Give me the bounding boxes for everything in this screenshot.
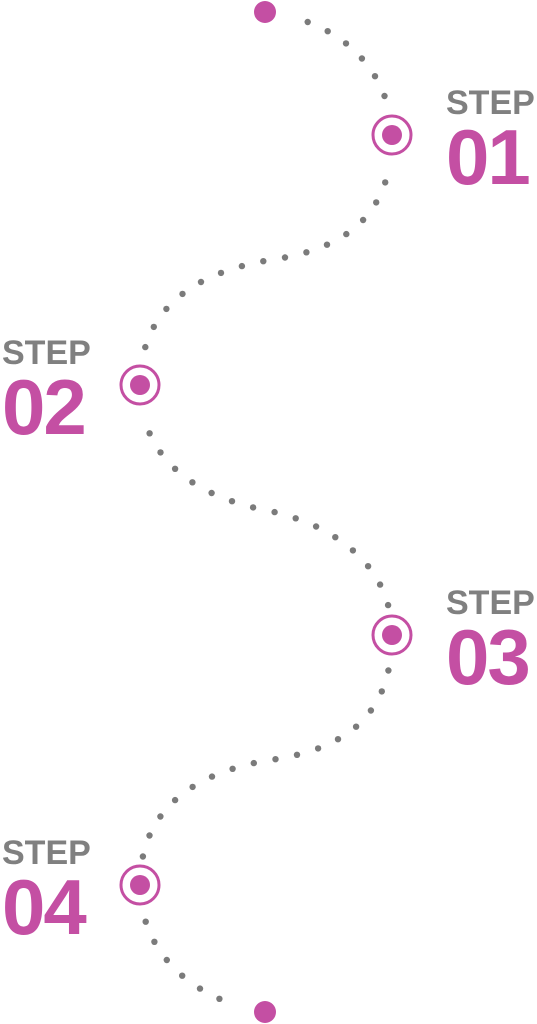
target-core-icon — [130, 375, 150, 395]
path-dots — [139, 18, 392, 1002]
step-1-label: STEP 01 — [446, 86, 535, 196]
path-dot — [171, 796, 179, 804]
step-3-label: STEP 03 — [446, 586, 535, 696]
path-dot — [358, 55, 366, 62]
path-dot — [139, 853, 147, 860]
step-word: STEP — [446, 84, 535, 122]
step-number: 01 — [446, 113, 531, 201]
path-dot — [238, 262, 246, 270]
path-dot — [332, 534, 339, 541]
path-dot — [334, 736, 342, 743]
path-dot — [352, 723, 360, 730]
path-dot — [293, 751, 301, 758]
path-dot — [384, 601, 392, 609]
path-dot — [323, 241, 331, 248]
path-dot — [208, 773, 216, 780]
path-dot — [359, 216, 367, 224]
target-core-icon — [382, 625, 402, 645]
start-dot-icon — [254, 1, 276, 23]
path-dot — [364, 563, 372, 570]
path-dot — [189, 783, 196, 791]
path-dot — [281, 254, 289, 261]
step-number: 04 — [2, 863, 87, 951]
path-dot — [217, 269, 225, 277]
path-dot — [260, 258, 267, 265]
step-word: STEP — [2, 334, 91, 372]
step-number: 03 — [446, 613, 531, 701]
path-dot — [146, 832, 153, 839]
path-dot — [373, 199, 380, 206]
step-word: STEP — [2, 834, 91, 872]
step-2-label: STEP 02 — [2, 336, 91, 446]
path-dot — [228, 498, 236, 505]
step-4-label: STEP 04 — [2, 836, 91, 946]
path-dot — [189, 479, 196, 486]
path-dot — [376, 581, 384, 588]
end-dot-icon — [254, 1001, 276, 1023]
path-dot — [342, 40, 350, 47]
path-dot — [146, 430, 153, 437]
step-3-marker — [371, 614, 413, 656]
dotted-connector-path — [140, 12, 392, 1012]
path-dot — [312, 523, 320, 530]
path-dot — [163, 305, 170, 313]
path-dot — [179, 290, 186, 298]
path-dot — [208, 489, 215, 497]
path-dot — [157, 813, 164, 820]
path-dot — [385, 667, 392, 674]
step-1-marker — [371, 114, 413, 156]
path-dot — [349, 547, 357, 554]
path-dot — [292, 515, 299, 522]
path-dot — [304, 18, 311, 26]
path-dot — [157, 449, 164, 456]
path-dot — [150, 323, 157, 331]
path-dot — [249, 504, 257, 511]
path-dot — [324, 28, 331, 35]
target-core-icon — [382, 125, 402, 145]
step-number: 02 — [2, 363, 87, 451]
path-dot — [371, 73, 379, 80]
path-dot — [378, 688, 385, 695]
path-dot — [151, 938, 158, 945]
path-dot — [179, 972, 186, 979]
target-core-icon — [130, 875, 150, 895]
path-dot — [303, 249, 310, 256]
path-dot — [142, 343, 149, 351]
path-dot — [196, 985, 204, 992]
path-dot — [271, 508, 278, 516]
path-dot — [229, 765, 236, 772]
path-dot — [163, 956, 170, 964]
path-dot — [197, 278, 205, 286]
path-dot — [250, 759, 257, 767]
path-dot — [171, 465, 179, 472]
path-dot — [314, 745, 322, 752]
step-word: STEP — [446, 584, 535, 622]
path-dot — [343, 230, 350, 238]
path-dot — [382, 179, 389, 186]
step-4-marker — [119, 864, 161, 906]
path-dot — [216, 995, 223, 1002]
path-dot — [142, 918, 149, 925]
path-dot — [381, 92, 388, 100]
path-dot — [272, 756, 279, 763]
path-dot — [367, 707, 375, 714]
step-2-marker — [119, 364, 161, 406]
